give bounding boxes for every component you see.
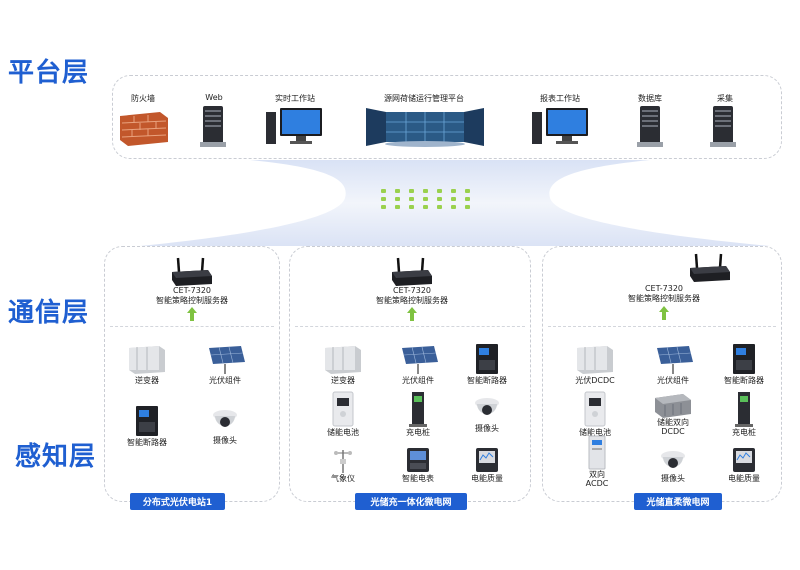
s3-quality: 电能质量 [704,446,784,484]
s1-inverter: 逆变器 [107,344,187,386]
s3-charger: 充电桩 [704,390,784,438]
camera-icon [213,410,237,427]
s2-breaker: 智能断路器 [447,342,527,386]
bidirectional-dcdc-icon [655,394,691,418]
bidirectional-acdc-icon [588,435,606,470]
collect-server-icon [710,106,736,147]
station2-up-arrow-icon [407,307,417,321]
web-label: Web [205,93,223,102]
station3-tag: 光储直柔微电网 [634,493,722,510]
pv-panel-icon [657,346,693,374]
center-platform-label: 源网荷储运行管理平台 [384,94,464,103]
camera-icon [475,398,499,415]
pv-dcdc-icon [577,346,613,374]
charger-icon [735,392,753,427]
layer-title-platform: 平台层 [8,58,90,88]
station2-server-icon [392,257,432,286]
database-label: 数据库 [638,94,662,103]
station2-divider [295,326,525,327]
report-workstation-icon [532,108,588,144]
s1-breaker: 智能断路器 [107,404,187,448]
power-quality-icon [476,448,498,472]
layer-title-comm: 通信层 [8,298,90,328]
camera-icon [661,451,685,468]
s1-pv: 光伏组件 [185,344,265,386]
battery-cabinet-icon [584,391,606,427]
firewall-icon [120,112,168,146]
s2-charger: 充电桩 [378,390,458,438]
s3-pv: 光伏组件 [633,344,713,386]
station3-divider [548,326,776,327]
inverter-icon [129,346,165,374]
s1-camera: 摄像头 [185,406,265,446]
station2-tag: 光储充一体化微电网 [355,493,467,510]
station1-server-icon [172,257,212,286]
realtime-workstation-icon [266,108,322,144]
station3-up-arrow-icon [659,306,669,320]
s3-bidir-dcdc: 储能双向 DCDC [633,392,713,436]
layer-title-sense: 感知层 [15,442,97,472]
s2-pv: 光伏组件 [378,344,458,386]
s2-battery: 储能电池 [303,390,383,438]
pv-panel-icon [209,346,245,374]
inverter-icon [325,346,361,374]
smart-meter-icon [407,448,429,472]
realtime-ws-label: 实时工作站 [275,94,315,103]
pv-panel-icon [402,346,438,374]
station1-up-arrow-icon [187,307,197,321]
s2-inverter: 逆变器 [303,344,383,386]
s2-camera: 摄像头 [447,394,527,434]
platform-box [112,75,782,159]
signal-lights [381,189,470,209]
battery-cabinet-icon [332,391,354,427]
breaker-icon [136,406,158,436]
firewall-label: 防火墙 [131,94,155,103]
web-server-icon [200,106,226,147]
s2-weather: 气象仪 [303,446,383,484]
station1-tag: 分布式光伏电站1 [130,493,225,510]
charger-icon [409,392,427,427]
s3-battery: 储能电池 [555,390,635,438]
s3-pv-dcdc: 光伏DCDC [555,344,635,386]
breaker-icon [476,344,498,374]
s2-meter: 智能电表 [378,446,458,484]
s2-quality: 电能质量 [447,446,527,484]
collect-label: 采集 [717,94,733,103]
s3-camera: 摄像头 [633,448,713,484]
s3-breaker: 智能断路器 [704,342,784,386]
breaker-icon [733,344,755,374]
station1-divider [110,326,274,327]
report-ws-label: 报表工作站 [540,94,580,103]
s3-acdc: 双向 ACDC [557,434,637,488]
control-center-icon [366,108,484,147]
station3-server-icon [690,253,730,282]
power-quality-icon [733,448,755,472]
weather-station-icon [334,450,352,473]
database-server-icon [637,106,663,147]
